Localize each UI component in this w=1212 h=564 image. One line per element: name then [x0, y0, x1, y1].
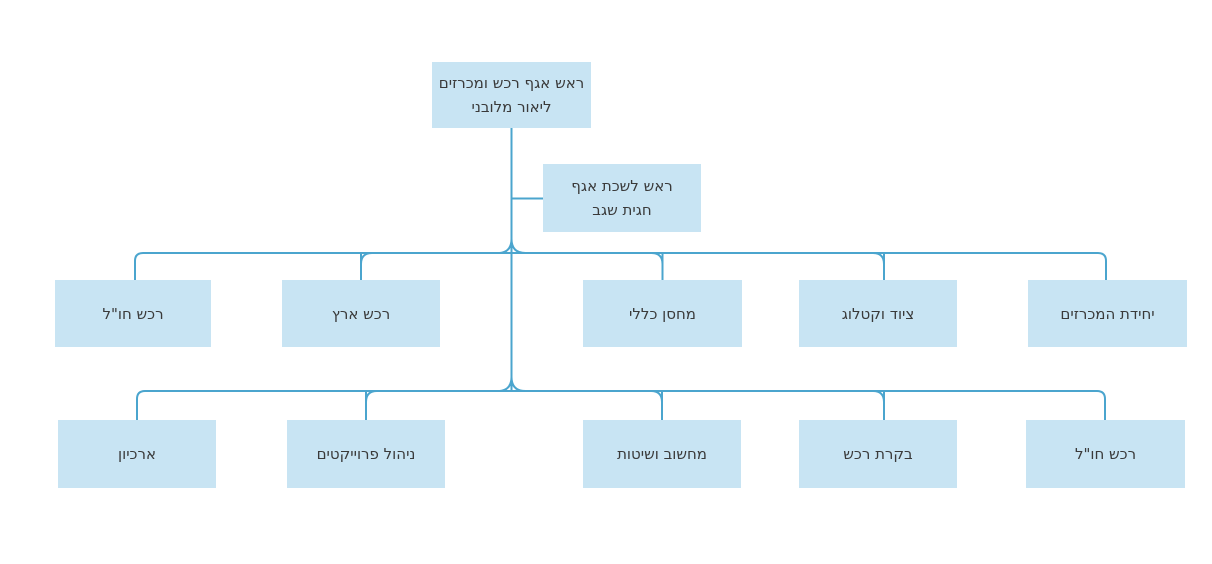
node-computing-methods: מחשוב ושיטות [583, 420, 741, 488]
node-title: ראש אגף רכש ומכרזים [438, 74, 585, 92]
level2-branch-curves [360, 252, 885, 265]
node-label: מחסן כללי [629, 304, 696, 323]
node-label: בקרת רכש [843, 445, 913, 463]
level2-bus [134, 252, 1107, 280]
node-general-warehouse: מחסן כללי [583, 280, 742, 347]
node-project-management: ניהול פרוייקטים [287, 420, 445, 488]
node-label: יחידת המכרזים [1060, 304, 1155, 323]
level2-drops [360, 253, 885, 280]
node-person-name: ליאור מלובני [471, 98, 552, 116]
node-procurement-domestic: רכש ארץ [282, 280, 440, 347]
node-procurement-control: בקרת רכש [799, 420, 957, 488]
node-label: ארכיון [118, 445, 156, 463]
level3-drops [365, 391, 885, 420]
node-chief-of-staff: ראש לשכת אגף חגית שגב [543, 164, 701, 232]
node-equipment-catalog: ציוד וקטלוג [799, 280, 957, 347]
node-title: ראש לשכת אגף [571, 177, 673, 195]
node-person-name: חגית שגב [592, 201, 652, 219]
node-procurement-abroad-2: רכש חו"ל [1026, 420, 1185, 488]
node-label: רכש חו"ל [1074, 445, 1137, 463]
node-label: מחשוב ושיטות [617, 445, 707, 463]
node-label: ניהול פרוייקטים [316, 445, 416, 463]
node-label: רכש חו"ל [102, 304, 164, 323]
level3-bus [136, 390, 1106, 420]
level3-branch-curves [365, 390, 885, 403]
node-procurement-abroad: רכש חו"ל [55, 280, 211, 347]
node-tenders-unit: יחידת המכרזים [1028, 280, 1187, 347]
level2-junction [497, 238, 526, 254]
node-label: ציוד וקטלוג [841, 304, 915, 323]
node-division-head: ראש אגף רכש ומכרזים ליאור מלובני [432, 62, 591, 128]
level3-junction [497, 376, 526, 392]
node-label: רכש ארץ [331, 304, 391, 323]
node-archive: ארכיון [58, 420, 216, 488]
